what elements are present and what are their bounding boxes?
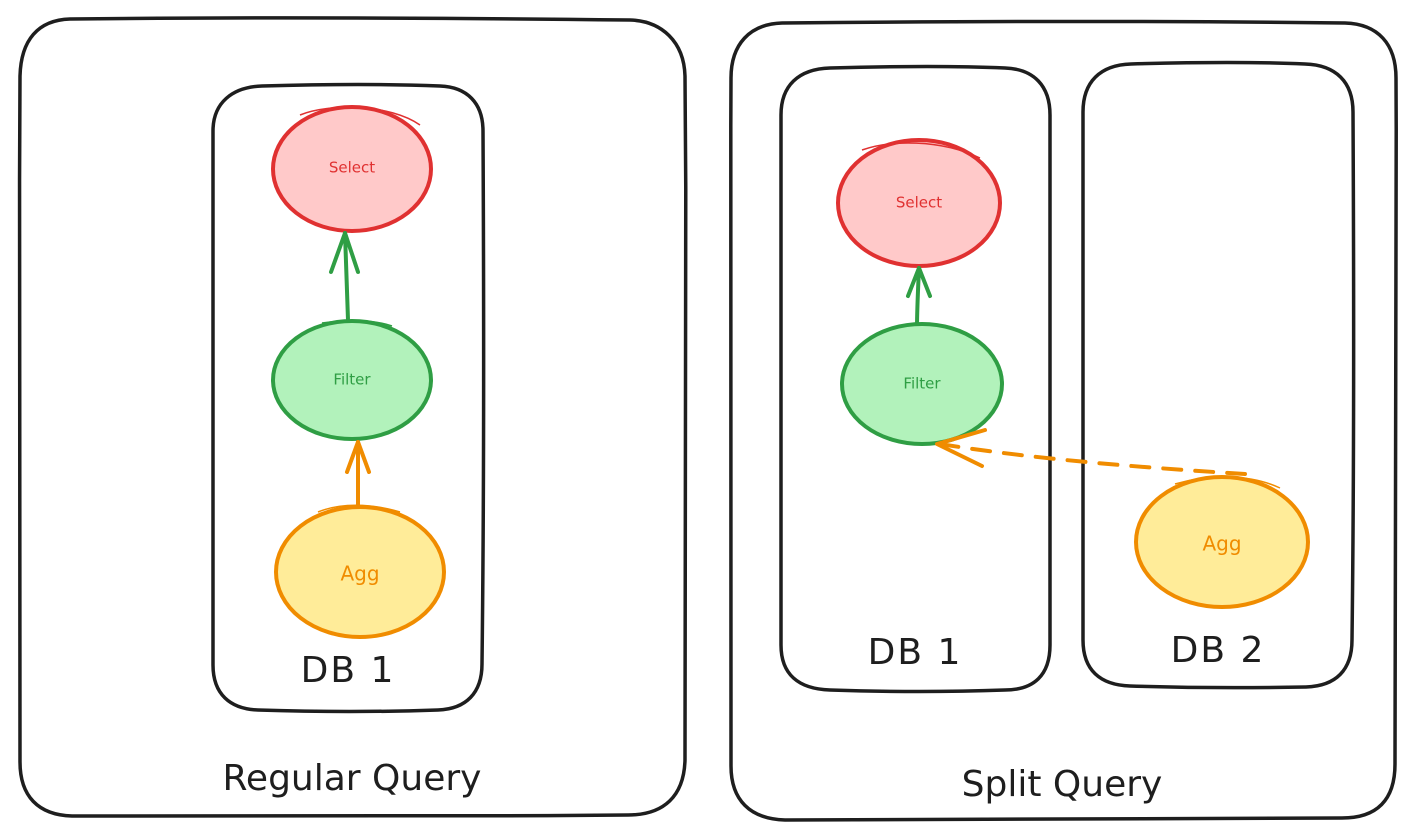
sketch-stroke [321, 319, 393, 327]
database-label: DB 2 [1171, 630, 1266, 671]
node-select[interactable]: Select [836, 138, 1002, 268]
database-label: DB 1 [301, 650, 396, 691]
database-frame [1080, 60, 1356, 690]
database-label: DB 1 [868, 632, 963, 673]
database-box-db2[interactable]: DB 2 [1080, 60, 1356, 690]
panel-split-query[interactable]: Split Query DB 1 DB 2 Select Filter [728, 19, 1399, 822]
panel-frame [17, 16, 688, 818]
database-box-db1[interactable]: DB 1 [210, 82, 486, 714]
node-shape [836, 138, 1002, 268]
node-label: Filter [903, 375, 941, 393]
arrow-filter-to-select [906, 266, 932, 329]
arrow-agg-to-filter [345, 440, 371, 507]
node-label: Select [896, 194, 942, 212]
node-label: Agg [1202, 532, 1241, 556]
sketch-stroke [861, 142, 981, 159]
panel-regular-query[interactable]: Regular Query DB 1 Select Filter [17, 16, 688, 818]
database-frame [778, 64, 1053, 694]
dashed-arrow-agg-to-filter [935, 428, 1247, 476]
node-select[interactable]: Select [271, 105, 433, 233]
node-shape [840, 322, 1004, 446]
node-shape [274, 505, 446, 639]
node-filter[interactable]: Filter [271, 319, 433, 441]
sketch-stroke [317, 504, 401, 513]
arrow-filter-to-select [329, 231, 360, 322]
panel-frame [728, 19, 1399, 822]
node-agg[interactable]: Agg [274, 504, 446, 639]
database-box-db1[interactable]: DB 1 [778, 64, 1053, 694]
node-label: Agg [340, 562, 379, 586]
node-agg[interactable]: Agg [1134, 475, 1310, 609]
node-filter[interactable]: Filter [840, 322, 1004, 446]
node-label: Filter [333, 371, 371, 389]
sketch-stroke [1174, 476, 1281, 489]
panel-label: Split Query [962, 764, 1163, 805]
panel-label: Regular Query [223, 758, 482, 799]
database-frame [210, 82, 486, 714]
sketch-stroke [299, 106, 421, 126]
node-label: Select [329, 159, 375, 177]
